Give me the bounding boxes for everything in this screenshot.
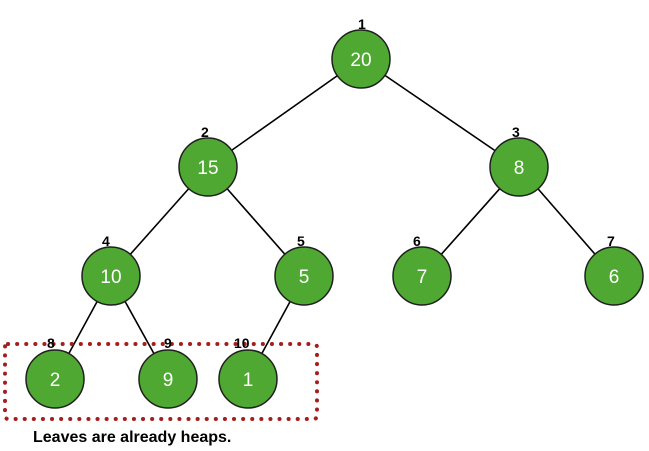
node-circle [274, 246, 334, 306]
leaves-caption: Leaves are already heaps. [33, 429, 231, 446]
heap-node-3: 83 [489, 124, 549, 197]
edges [54, 58, 615, 380]
node-index-label: 8 [47, 335, 55, 351]
node-value: 2 [50, 370, 61, 391]
node-index-label: 5 [297, 233, 305, 249]
node-index-label: 6 [413, 233, 421, 249]
edge-1-3 [360, 58, 520, 168]
node-value: 10 [100, 267, 121, 288]
node-index-label: 2 [201, 124, 209, 140]
node-index-label: 4 [102, 233, 110, 249]
heap-node-6: 76 [392, 233, 452, 306]
heap-node-2: 15 2 [178, 124, 238, 197]
node-index-label: 10 [234, 335, 250, 351]
heap-node-5: 55 [274, 233, 334, 306]
node-value: 9 [163, 370, 174, 391]
node-value: 20 [350, 50, 371, 71]
heap-node-7: 67 [584, 233, 644, 306]
node-value: 5 [299, 267, 310, 288]
node-value: 15 [197, 158, 218, 179]
node-circle [489, 137, 549, 197]
heap-node-8: 28 [25, 335, 85, 409]
node-circle [81, 246, 141, 306]
node-index-label: 9 [164, 335, 172, 351]
heap-node-10: 1 10 [218, 335, 278, 409]
node-value: 7 [417, 267, 428, 288]
node-value: 8 [514, 158, 525, 179]
node-circle [392, 246, 452, 306]
leaves-highlight-box [3, 342, 319, 421]
node-circle [218, 349, 278, 409]
node-index-label: 7 [607, 233, 615, 249]
node-circle [584, 246, 644, 306]
heap-node-4: 10 4 [81, 233, 141, 306]
node-circle [178, 137, 238, 197]
heap-node-1: 20 1 [331, 16, 391, 89]
node-value: 6 [609, 267, 620, 288]
edge-1-2 [207, 58, 362, 168]
node-index-label: 3 [512, 124, 520, 140]
node-circle [331, 29, 391, 89]
node-circle [138, 349, 198, 409]
heap-node-9: 99 [138, 335, 198, 409]
node-circle [25, 349, 85, 409]
node-index-label: 1 [358, 16, 366, 32]
node-value: 1 [243, 370, 254, 391]
